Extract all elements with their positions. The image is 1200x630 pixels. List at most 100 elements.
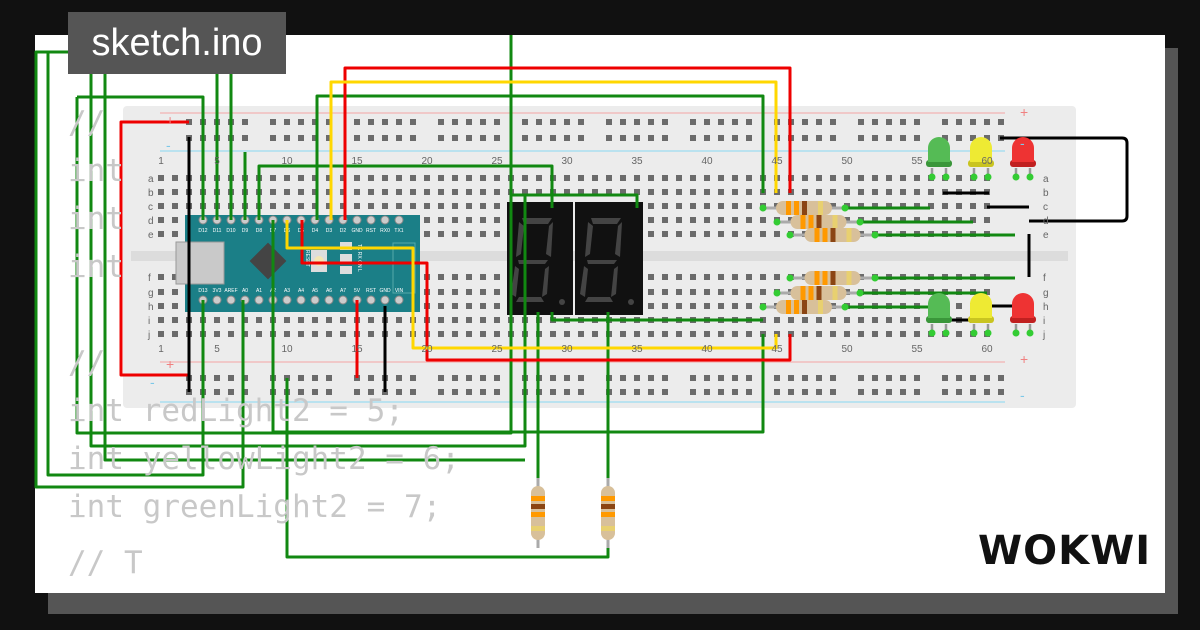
pin-gnd[interactable]	[352, 215, 362, 225]
breadboard-hole[interactable]	[746, 303, 752, 309]
resistor[interactable]	[531, 478, 545, 548]
breadboard-hole[interactable]	[732, 217, 738, 223]
rail-hole[interactable]	[634, 119, 640, 125]
breadboard-hole[interactable]	[452, 289, 458, 295]
rail-hole[interactable]	[312, 135, 318, 141]
breadboard-hole[interactable]	[746, 189, 752, 195]
breadboard-hole[interactable]	[298, 331, 304, 337]
rail-hole[interactable]	[648, 135, 654, 141]
breadboard-hole[interactable]	[760, 274, 766, 280]
breadboard-hole[interactable]	[718, 289, 724, 295]
breadboard-hole[interactable]	[760, 289, 766, 295]
breadboard-hole[interactable]	[676, 331, 682, 337]
breadboard-hole[interactable]	[718, 189, 724, 195]
breadboard-hole[interactable]	[438, 203, 444, 209]
breadboard-hole[interactable]	[494, 231, 500, 237]
rail-hole[interactable]	[214, 389, 220, 395]
breadboard-hole[interactable]	[676, 289, 682, 295]
breadboard-hole[interactable]	[564, 189, 570, 195]
breadboard-hole[interactable]	[466, 175, 472, 181]
pin-a3[interactable]	[282, 295, 292, 305]
rail-hole[interactable]	[886, 389, 892, 395]
breadboard-hole[interactable]	[214, 331, 220, 337]
breadboard-hole[interactable]	[494, 303, 500, 309]
rail-hole[interactable]	[354, 389, 360, 395]
breadboard-hole[interactable]	[340, 203, 346, 209]
breadboard-hole[interactable]	[158, 274, 164, 280]
breadboard-hole[interactable]	[172, 217, 178, 223]
breadboard-hole[interactable]	[900, 217, 906, 223]
sketch-title[interactable]: sketch.ino	[68, 12, 286, 74]
rail-hole[interactable]	[480, 375, 486, 381]
rail-hole[interactable]	[312, 375, 318, 381]
breadboard-hole[interactable]	[774, 231, 780, 237]
breadboard-hole[interactable]	[886, 203, 892, 209]
breadboard-hole[interactable]	[606, 175, 612, 181]
led-green[interactable]	[926, 293, 952, 337]
breadboard-hole[interactable]	[676, 274, 682, 280]
rail-hole[interactable]	[942, 119, 948, 125]
rail-hole[interactable]	[802, 119, 808, 125]
breadboard-hole[interactable]	[648, 331, 654, 337]
breadboard-hole[interactable]	[158, 203, 164, 209]
breadboard-hole[interactable]	[284, 175, 290, 181]
rail-hole[interactable]	[452, 375, 458, 381]
breadboard-hole[interactable]	[858, 331, 864, 337]
rail-hole[interactable]	[872, 389, 878, 395]
breadboard-hole[interactable]	[886, 317, 892, 323]
rail-hole[interactable]	[690, 375, 696, 381]
rail-hole[interactable]	[284, 135, 290, 141]
breadboard-hole[interactable]	[844, 217, 850, 223]
breadboard-hole[interactable]	[466, 303, 472, 309]
breadboard-hole[interactable]	[452, 203, 458, 209]
breadboard-hole[interactable]	[396, 189, 402, 195]
rail-hole[interactable]	[914, 375, 920, 381]
breadboard-hole[interactable]	[746, 175, 752, 181]
breadboard-hole[interactable]	[648, 274, 654, 280]
breadboard-hole[interactable]	[480, 189, 486, 195]
rail-hole[interactable]	[956, 375, 962, 381]
breadboard-hole[interactable]	[340, 189, 346, 195]
breadboard-hole[interactable]	[438, 175, 444, 181]
rail-hole[interactable]	[284, 119, 290, 125]
rail-hole[interactable]	[648, 119, 654, 125]
breadboard-hole[interactable]	[690, 175, 696, 181]
rail-hole[interactable]	[802, 375, 808, 381]
breadboard-hole[interactable]	[172, 189, 178, 195]
rail-hole[interactable]	[914, 135, 920, 141]
rail-hole[interactable]	[368, 389, 374, 395]
breadboard-hole[interactable]	[746, 289, 752, 295]
breadboard-hole[interactable]	[662, 274, 668, 280]
rail-hole[interactable]	[858, 389, 864, 395]
rail-hole[interactable]	[396, 135, 402, 141]
rail-hole[interactable]	[900, 375, 906, 381]
breadboard-hole[interactable]	[452, 189, 458, 195]
rail-hole[interactable]	[242, 119, 248, 125]
breadboard-hole[interactable]	[340, 331, 346, 337]
rail-hole[interactable]	[900, 389, 906, 395]
breadboard-hole[interactable]	[676, 175, 682, 181]
rail-hole[interactable]	[410, 135, 416, 141]
rail-hole[interactable]	[620, 135, 626, 141]
breadboard-hole[interactable]	[662, 203, 668, 209]
rail-hole[interactable]	[326, 375, 332, 381]
breadboard-hole[interactable]	[746, 203, 752, 209]
led-red[interactable]	[1010, 137, 1036, 181]
rail-hole[interactable]	[550, 119, 556, 125]
breadboard-hole[interactable]	[466, 203, 472, 209]
rail-hole[interactable]	[704, 389, 710, 395]
rail-hole[interactable]	[620, 375, 626, 381]
rail-hole[interactable]	[732, 135, 738, 141]
breadboard-hole[interactable]	[494, 289, 500, 295]
rail-hole[interactable]	[886, 119, 892, 125]
breadboard-hole[interactable]	[494, 274, 500, 280]
breadboard-hole[interactable]	[970, 217, 976, 223]
breadboard-hole[interactable]	[438, 274, 444, 280]
rail-hole[interactable]	[816, 375, 822, 381]
breadboard-hole[interactable]	[256, 331, 262, 337]
breadboard-hole[interactable]	[620, 175, 626, 181]
rail-hole[interactable]	[830, 119, 836, 125]
breadboard-hole[interactable]	[900, 331, 906, 337]
breadboard-hole[interactable]	[914, 203, 920, 209]
